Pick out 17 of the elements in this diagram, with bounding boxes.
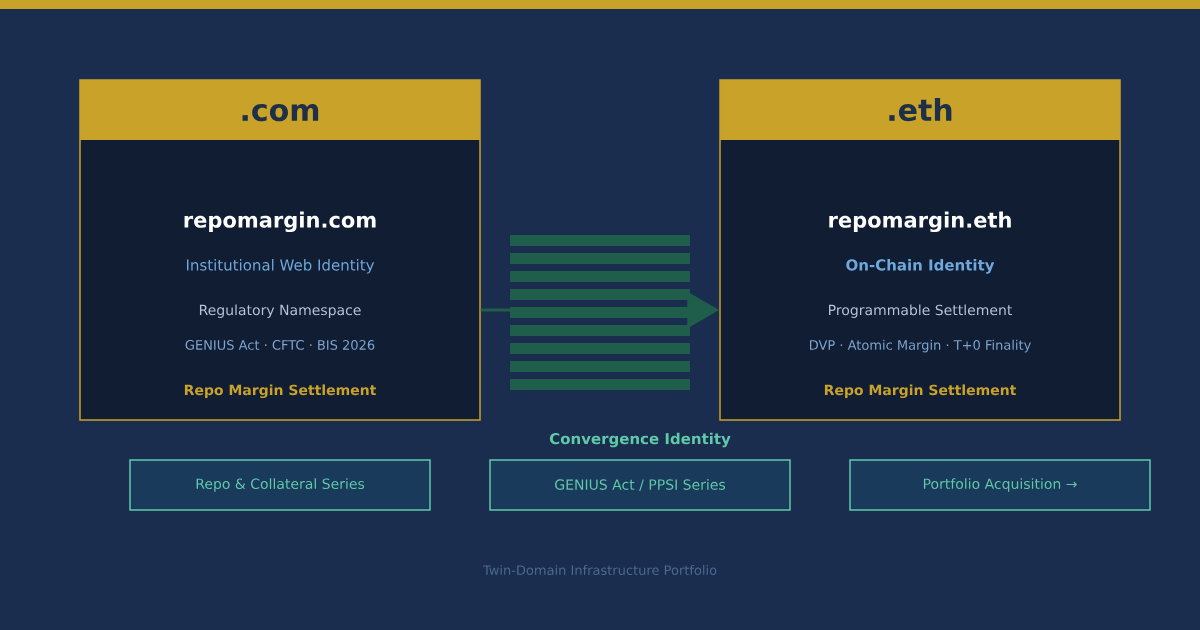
feature-text: Regulatory Namespace bbox=[199, 304, 361, 318]
footer-text: Twin-Domain Infrastructure Portfolio bbox=[482, 564, 717, 576]
feature-text: Programmable Settlement bbox=[829, 304, 1013, 318]
domain-name: repomargin.eth bbox=[829, 211, 1011, 233]
tagline: Repo Margin Settlement bbox=[184, 384, 377, 399]
header-title: .com bbox=[242, 104, 319, 122]
section-label: Convergence Identity bbox=[549, 432, 731, 448]
subtitle: Institutional Web Identity bbox=[187, 259, 375, 274]
subtitle: On-Chain Identity bbox=[846, 259, 995, 274]
domain-name: repomargin.com bbox=[184, 211, 376, 233]
detail-text: GENIUS Act · CFTC · BIS 2026 bbox=[185, 340, 375, 350]
header-title: .eth bbox=[889, 98, 952, 122]
series-box: Portfolio Acquisition → bbox=[849, 459, 1151, 511]
series-box: GENIUS Act / PPSI Series bbox=[489, 459, 791, 511]
series-box: Repo & Collateral Series bbox=[129, 459, 431, 511]
detail-text: DVP · Atomic Margin · T+0 Finality bbox=[810, 339, 1031, 353]
tagline: Repo Margin Settlement bbox=[824, 384, 1017, 399]
